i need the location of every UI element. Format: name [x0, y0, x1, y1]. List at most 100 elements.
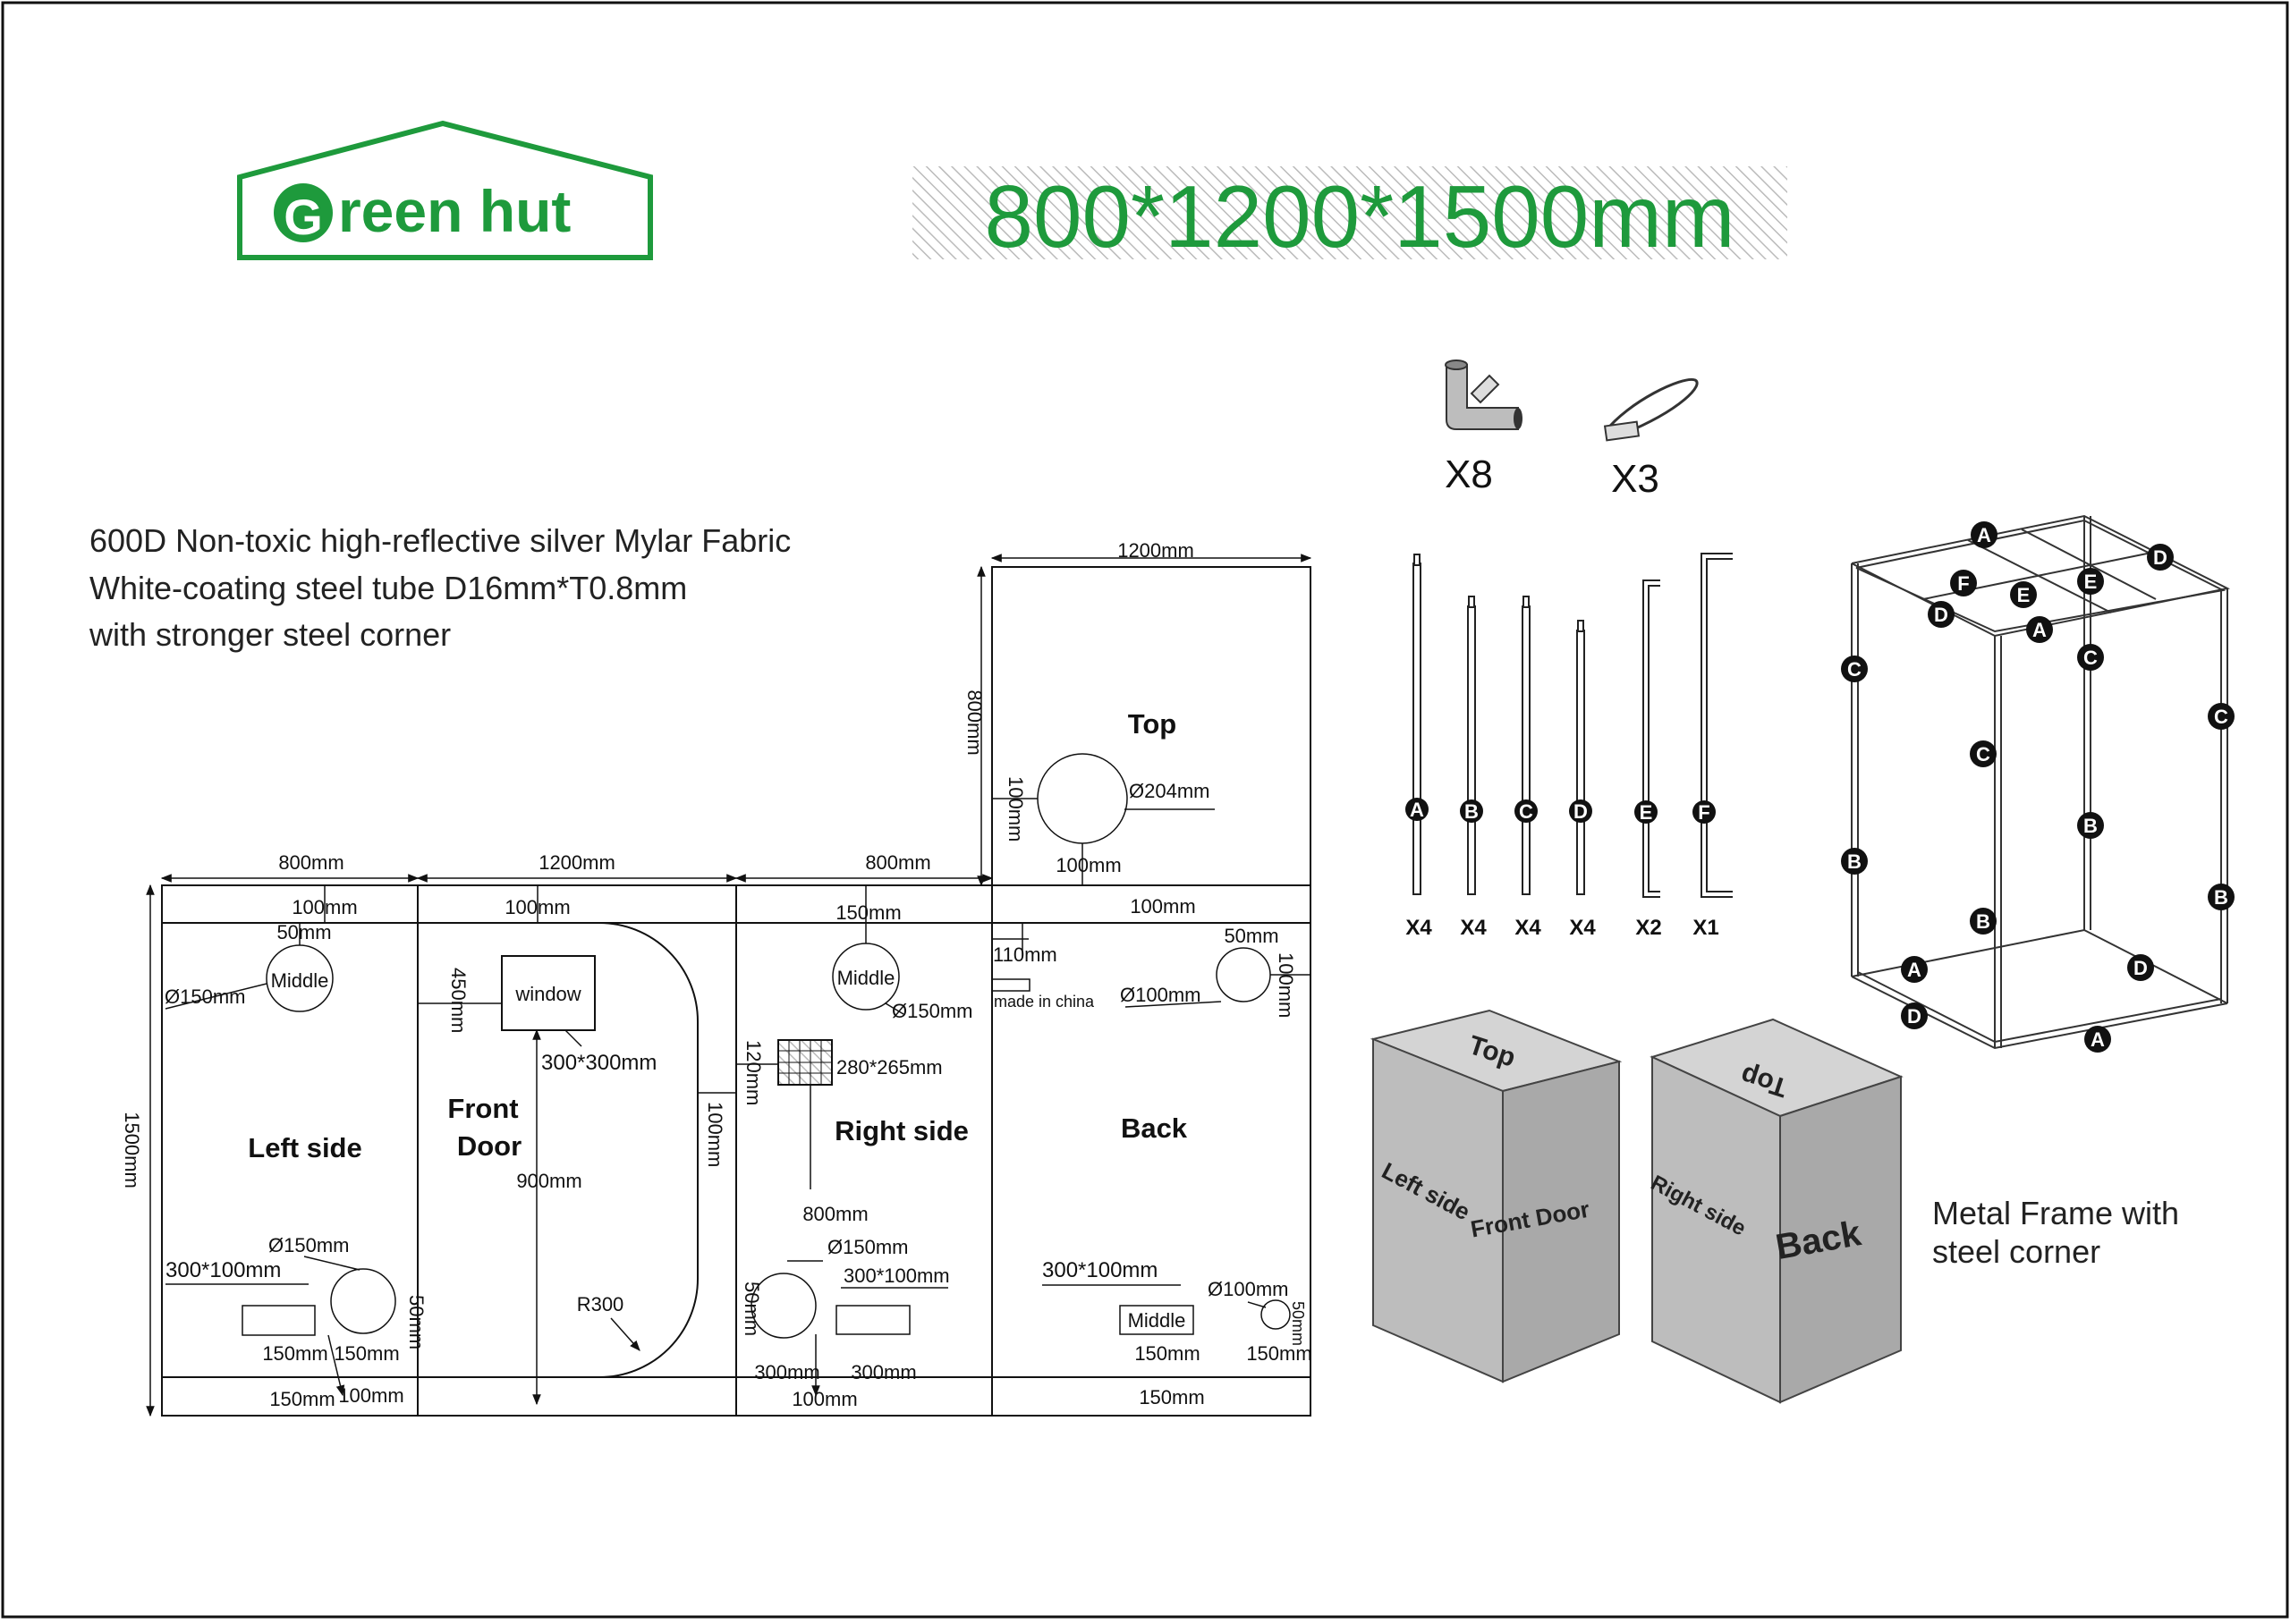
top-depth-label: 800mm [963, 689, 986, 755]
svg-text:D: D [1934, 604, 1948, 626]
svg-text:150mm: 150mm [334, 1342, 399, 1365]
svg-text:100mm: 100mm [704, 1102, 726, 1167]
svg-text:50mm: 50mm [405, 1295, 428, 1349]
tube-b: B X4 [1460, 596, 1487, 940]
svg-text:Ø100mm: Ø100mm [1120, 984, 1200, 1006]
brand-logo-text: reen hut [338, 178, 571, 244]
svg-text:C: C [1519, 800, 1533, 823]
svg-text:100mm: 100mm [1056, 854, 1121, 876]
svg-text:X2: X2 [1635, 916, 1661, 940]
svg-text:A: A [1977, 524, 1991, 546]
svg-text:100mm: 100mm [1005, 776, 1027, 842]
svg-text:120mm: 120mm [742, 1040, 765, 1105]
corner-connector-icon [1445, 359, 1522, 430]
svg-text:100mm: 100mm [338, 1384, 403, 1407]
height-label: 1500mm [121, 1112, 143, 1188]
box-left-front: Top Left side Front Door [1370, 1009, 1623, 1383]
svg-text:B: B [1464, 800, 1479, 823]
svg-text:300mm: 300mm [851, 1361, 916, 1383]
svg-text:B: B [2083, 815, 2098, 837]
svg-text:B: B [1847, 850, 1862, 873]
svg-text:300*100mm: 300*100mm [1042, 1258, 1158, 1282]
svg-text:300*300mm: 300*300mm [541, 1051, 657, 1075]
svg-text:F: F [1698, 801, 1709, 824]
corner-qty: X8 [1445, 453, 1493, 496]
svg-text:150mm: 150mm [1246, 1342, 1311, 1365]
right-side-title: Right side [835, 1115, 969, 1146]
tube-a: A X4 [1405, 554, 1432, 940]
svg-text:150mm: 150mm [1139, 1386, 1204, 1408]
spec-line-1: 600D Non-toxic high-reflective silver My… [89, 522, 791, 559]
svg-text:100mm: 100mm [505, 896, 570, 918]
svg-text:D: D [2153, 546, 2167, 569]
tube-d: D X4 [1569, 620, 1596, 940]
spec-line-3: with stronger steel corner [89, 616, 451, 653]
svg-text:B: B [1976, 910, 1990, 933]
svg-text:F: F [1957, 572, 1969, 595]
svg-text:100mm: 100mm [792, 1388, 857, 1410]
svg-text:50mm: 50mm [1224, 925, 1278, 947]
box-right-back: Top Right side Back [1647, 1018, 1904, 1404]
svg-text:100mm: 100mm [1275, 952, 1297, 1018]
svg-text:300*100mm: 300*100mm [844, 1265, 950, 1287]
back-title: Back [1121, 1112, 1188, 1144]
svg-text:D: D [2133, 957, 2148, 979]
assembled-frame: A A A A B B B B C C C C D D D D E E F [1841, 514, 2235, 1053]
front-door-details: 100mm window 450mm 300*300mm 900mm R300 … [418, 885, 736, 1406]
svg-text:X4: X4 [1405, 916, 1432, 940]
svg-text:Middle: Middle [1128, 1309, 1186, 1332]
svg-text:900mm: 900mm [516, 1170, 581, 1192]
left-side-details: 100mm 50mm Middle Ø150mm Ø150mm 300*100m… [165, 885, 428, 1410]
svg-text:100mm: 100mm [1130, 895, 1195, 918]
svg-text:450mm: 450mm [447, 968, 470, 1033]
brand-logo: G reen hut [237, 120, 653, 260]
svg-text:X1: X1 [1692, 916, 1718, 940]
svg-text:E: E [2017, 584, 2031, 606]
svg-text:made in china: made in china [994, 993, 1095, 1011]
svg-text:110mm: 110mm [993, 943, 1057, 966]
flat-pattern: 800mm 1200mm 800mm 1200mm 1500mm 800mm 1… [121, 539, 1312, 1417]
front-width-label: 1200mm [539, 851, 615, 874]
svg-text:X4: X4 [1460, 916, 1487, 940]
front-door-title-2: Door [457, 1130, 522, 1162]
svg-text:R300: R300 [577, 1293, 624, 1315]
svg-text:C: C [2214, 706, 2228, 728]
svg-text:C: C [2083, 647, 2098, 669]
top-width-label: 1200mm [1117, 539, 1194, 562]
tube-c: C X4 [1514, 596, 1541, 940]
svg-text:X4: X4 [1514, 916, 1541, 940]
svg-text:A: A [1907, 959, 1921, 981]
brand-logo-letter: G [284, 189, 323, 245]
svg-text:50mm: 50mm [1289, 1301, 1307, 1346]
title-hatch-band [912, 166, 1787, 259]
top-details: 100mm Ø204mm 100mm Top [992, 708, 1215, 885]
tube-f: F X1 [1692, 553, 1733, 940]
svg-text:Middle: Middle [271, 969, 329, 992]
front-door-title-1: Front [447, 1093, 518, 1124]
svg-text:50mm: 50mm [741, 1281, 763, 1336]
svg-text:Ø150mm: Ø150mm [827, 1236, 908, 1258]
svg-text:B: B [2214, 886, 2228, 909]
svg-text:A: A [1410, 799, 1424, 821]
frame-caption-2: steel corner [1932, 1233, 2100, 1270]
svg-text:150mm: 150mm [269, 1388, 335, 1410]
top-title: Top [1128, 708, 1177, 740]
svg-text:Ø150mm: Ø150mm [165, 985, 245, 1008]
svg-text:window: window [514, 983, 581, 1005]
strap-icon [1603, 377, 1699, 442]
svg-text:D: D [1907, 1005, 1921, 1028]
svg-text:Ø100mm: Ø100mm [1208, 1278, 1288, 1300]
tube-e: E X2 [1634, 579, 1662, 940]
svg-text:Ø204mm: Ø204mm [1129, 780, 1209, 802]
right-side-details: 150mm Middle Ø150mm 120mm 280*265mm 800m… [736, 885, 972, 1410]
right-width-label: 800mm [865, 851, 930, 874]
svg-text:300mm: 300mm [754, 1361, 819, 1383]
strap-qty: X3 [1611, 457, 1659, 501]
svg-text:E: E [1640, 801, 1653, 824]
svg-text:X4: X4 [1569, 916, 1596, 940]
svg-text:280*265mm: 280*265mm [836, 1056, 943, 1078]
page-title: 800*1200*1500mm [984, 167, 1734, 266]
